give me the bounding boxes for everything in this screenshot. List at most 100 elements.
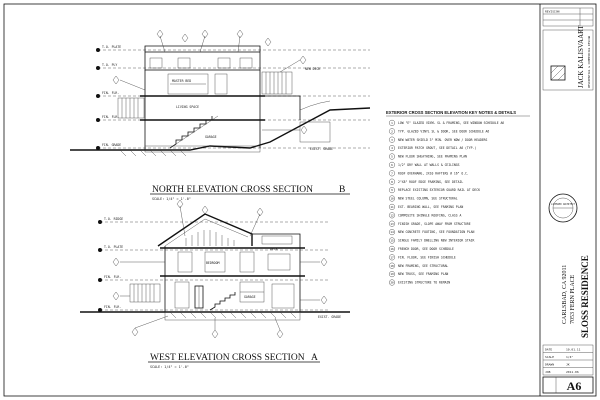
key-note-marker <box>389 279 396 286</box>
info-row-value: 10.01.11 <box>566 347 581 351</box>
key-note-marker <box>389 254 396 261</box>
key-note-number: 9 <box>391 188 393 192</box>
key-notes-title: EXTERIOR CROSS SECTION ELEVATION KEY NOT… <box>386 110 516 115</box>
key-note-number: 1 <box>391 121 393 125</box>
key-note-text: TYP. GLAZED VINYL SL & DOOR, SEE DOOR SC… <box>398 129 489 133</box>
key-note-number: 10 <box>390 197 394 201</box>
key-note-text: SINGLE FAMILY DWELLING NEW INTERIOR STAI… <box>398 239 475 243</box>
key-note-text: EXTERIOR PATCH GROUT, SEE DETAIL A6 (TYP… <box>398 146 476 150</box>
key-note-text: NEW FLOOR SHEATHING, SEE FRAMING PLAN <box>398 155 467 159</box>
svg-text:LIVING SPACE: LIVING SPACE <box>176 105 199 109</box>
project-name: SLOSS RESIDENCE <box>580 255 590 338</box>
key-note-number: 7 <box>391 171 393 175</box>
svg-text:GARAGE: GARAGE <box>205 135 217 139</box>
svg-text:T.O. PLATE: T.O. PLATE <box>102 45 121 49</box>
key-note-text: NEW FRAMING, SEE STRUCTURAL <box>398 264 448 268</box>
key-note-marker <box>389 136 396 143</box>
key-note-marker <box>389 145 396 152</box>
svg-text:FIN. FLR.: FIN. FLR. <box>102 115 119 119</box>
key-note-text: COMPOSITE SHINGLE ROOFING, CLASS A <box>398 213 461 217</box>
key-note-number: 5 <box>391 155 393 159</box>
north-elevation-marker: B <box>339 185 345 195</box>
key-note-text: NEW CONCRETE FOOTING, SEE FOUNDATION PLA… <box>398 230 475 234</box>
info-row-value: JK <box>566 362 570 366</box>
key-note-number: 17 <box>390 255 394 259</box>
key-note-number: 20 <box>390 281 394 285</box>
info-row-value: 2011-06 <box>566 370 579 374</box>
key-note-text: NEW TRUSS, SEE FRAMING PLAN <box>398 272 448 276</box>
key-note-marker <box>389 212 396 219</box>
key-note-marker <box>389 161 396 168</box>
key-note-text: 2"X8" ROOF EDGE FRAMING, SEE DETAIL <box>398 180 463 184</box>
key-note-number: 11 <box>390 205 394 209</box>
svg-text:EXIST. GRADE: EXIST. GRADE <box>318 315 341 319</box>
key-note-number: 18 <box>390 264 394 268</box>
key-note-marker <box>389 229 396 236</box>
svg-text:EXIST. GRADE: EXIST. GRADE <box>310 147 333 151</box>
svg-text:FIN. FLR.: FIN. FLR. <box>104 305 121 309</box>
key-note-marker <box>389 203 396 210</box>
key-note-text: FIN. FLOOR, SEE FINISH SCHEDULE <box>398 255 456 259</box>
north-elevation-section: T.O. PLATE T.O. PLY FIN. FLR. FIN. FLR. FI… <box>70 29 371 157</box>
svg-text:DECK: DECK <box>270 247 278 251</box>
key-note-number: 16 <box>390 247 394 251</box>
west-elevation-title: WEST ELEVATION CROSS SECTION <box>150 353 305 363</box>
stamp-text: LICENSED ARCHITECT <box>551 203 575 206</box>
key-note-marker <box>389 178 396 185</box>
svg-text:FIN. GRADE: FIN. GRADE <box>102 143 121 147</box>
key-notes: EXTERIOR CROSS SECTION ELEVATION KEY NOT… <box>386 110 530 286</box>
key-note-text: NEW STEEL COLUMN, SEE STRUCTURAL <box>398 197 458 201</box>
svg-text:T.O. PLATE: T.O. PLATE <box>104 245 123 249</box>
key-note-marker <box>389 271 396 278</box>
sheet-number: A6 <box>567 379 582 393</box>
key-note-number: 6 <box>391 163 393 167</box>
info-row-label: DATE <box>545 347 552 351</box>
info-row-label: SCALE <box>545 355 554 359</box>
key-note-marker <box>389 262 396 269</box>
key-note-marker <box>389 153 396 160</box>
key-note-text: REPLACE EXISTING EXTERIOR GUARD RAIL AT … <box>398 188 480 192</box>
title-block: REVISION JACK KALISVAART RESIDENTIAL & C… <box>542 7 594 394</box>
project-address-1: 7053 FERN PLACE <box>570 274 576 324</box>
key-note-number: 8 <box>391 180 393 184</box>
info-row-value: 1/4" <box>566 355 573 359</box>
svg-text:T.O. RIDGE: T.O. RIDGE <box>104 217 123 221</box>
svg-text:FIN. FLR.: FIN. FLR. <box>104 275 121 279</box>
key-note-marker <box>389 170 396 177</box>
svg-text:NEW DECK: NEW DECK <box>305 67 320 71</box>
svg-text:FIN. FLR.: FIN. FLR. <box>102 91 119 95</box>
key-note-marker <box>389 220 396 227</box>
key-note-number: 12 <box>390 213 394 217</box>
info-row-label: JOB <box>545 370 551 374</box>
key-note-number: 3 <box>391 138 393 142</box>
key-note-text: LOW "E" GLAZED VINYL SL & FRAMING, SEE W… <box>398 121 504 125</box>
key-note-marker <box>389 245 396 252</box>
key-note-text: FRENCH DOOR, SEE DOOR SCHEDULE <box>398 247 454 251</box>
key-note-text: EXT. BEARING WALL, SEE FRAMING PLAN <box>398 205 463 209</box>
revisions-label: REVISION <box>545 10 560 14</box>
svg-text:T.O. PLY: T.O. PLY <box>102 63 117 67</box>
key-note-number: 4 <box>391 146 393 150</box>
svg-text:MASTER BED: MASTER BED <box>172 79 191 83</box>
svg-text:BEDROOM: BEDROOM <box>206 261 220 265</box>
sheet-border <box>3 3 597 397</box>
key-note-text: EXISTING STRUCTURE TO REMAIN <box>398 281 450 285</box>
architect-stamp <box>548 193 578 223</box>
key-note-text: FINISH GRADE, SLOPE AWAY FROM STRUCTURE <box>398 222 471 226</box>
west-elevation-marker: A <box>311 353 318 363</box>
key-note-text: 1/2" DRY WALL AT WALLS & CEILINGS <box>398 163 460 167</box>
architect-firm: RESIDENTIAL & COMMERCIAL DESIGN <box>587 35 591 88</box>
key-note-marker <box>389 187 396 194</box>
architect-name: JACK KALISVAART <box>577 25 585 88</box>
key-note-marker <box>389 119 396 126</box>
key-notes-list: 1 LOW "E" GLAZED VINYL SL & FRAMING, SEE … <box>389 119 504 286</box>
key-note-number: 19 <box>390 272 394 276</box>
key-note-marker <box>389 128 396 135</box>
key-note-text: NEW WATER SHIELD 3" MIN. OVER WDW / DOOR… <box>398 138 488 142</box>
key-note-number: 13 <box>390 222 394 226</box>
info-row-label: DRAWN <box>545 362 554 366</box>
west-elevation-scale: SCALE: 1/4" = 1'-0" <box>150 365 189 369</box>
